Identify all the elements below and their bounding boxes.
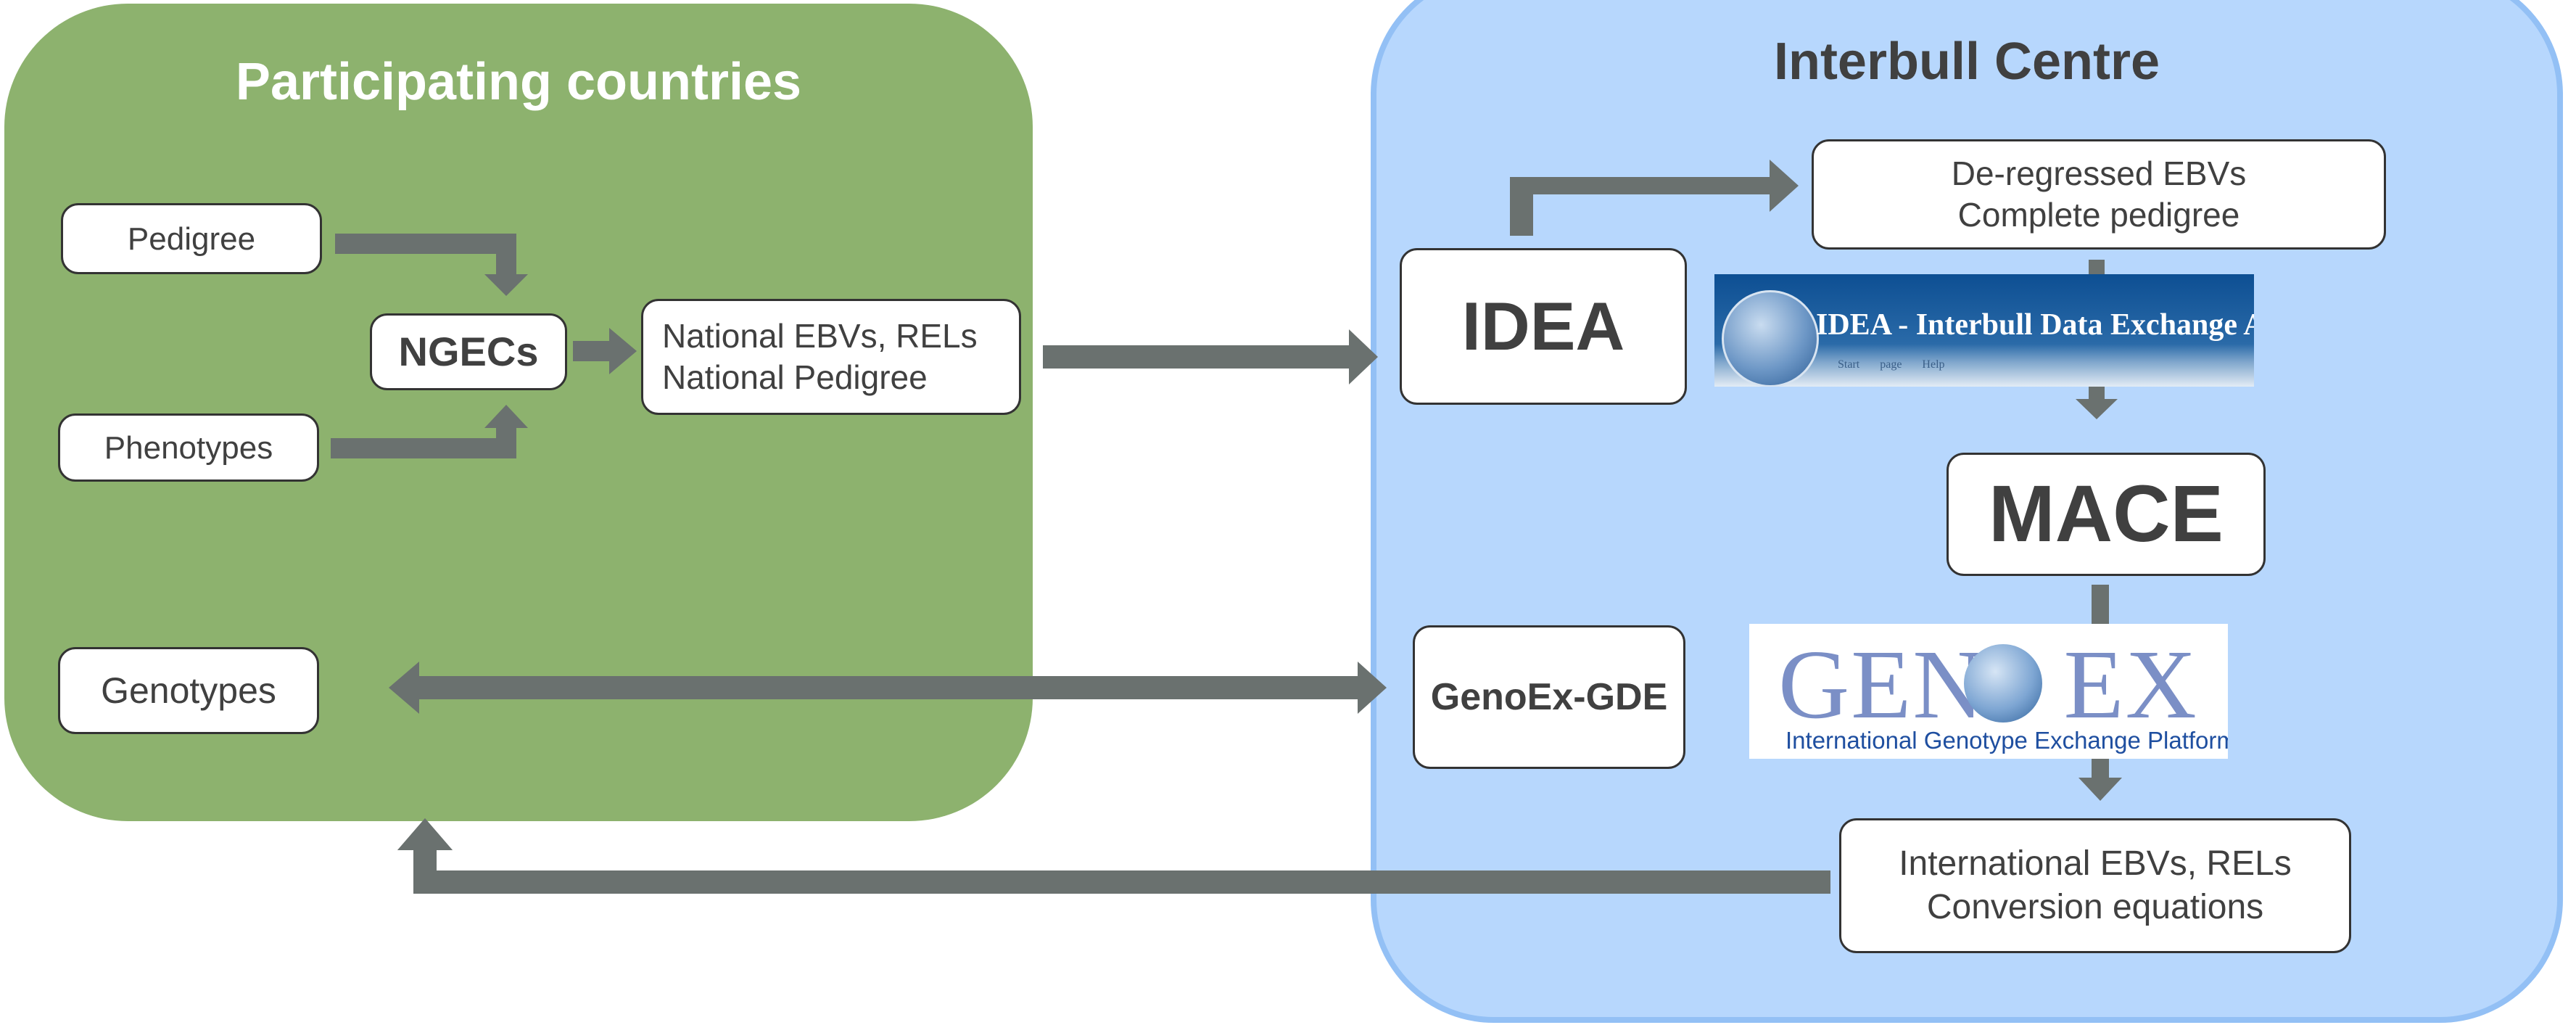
mace-label: MACE: [1989, 469, 2224, 559]
phenotypes-to-ngecs-arrow: [331, 405, 528, 458]
genoex-logo: GEN EX International Genotype Exchange P…: [1749, 624, 2228, 759]
idea-help-link: Help: [1922, 358, 1945, 371]
ngecs-to-national-arrow: [573, 328, 637, 374]
national-to-idea-arrow: [1043, 329, 1378, 384]
complete-pedigree-label: Complete pedigree: [1957, 196, 2240, 234]
phenotypes-box: Phenotypes: [58, 413, 319, 482]
interbull-globe-icon: [1964, 644, 2042, 723]
mace-box: MACE: [1947, 453, 2266, 576]
ngecs-label: NGECs: [398, 329, 539, 374]
idea-banner-title: IDEA - Interbull Data Exchange Area: [1816, 308, 2254, 342]
national-ebvs-rels-label: National EBVs, RELs: [662, 316, 978, 355]
conversion-equations-label: Conversion equations: [1926, 888, 2264, 926]
national-pedigree-label: National Pedigree: [662, 358, 928, 396]
national-data-box: National EBVs, RELs National Pedigree: [641, 299, 1021, 415]
participating-countries-title: Participating countries: [235, 53, 802, 111]
idea-banner-logo: IDEA - Interbull Data Exchange Area Star…: [1714, 274, 2254, 387]
interbull-centre-title: Interbull Centre: [1773, 33, 2160, 91]
deregressed-data-box: De-regressed EBVs Complete pedigree: [1812, 139, 2386, 250]
idea-label: IDEA: [1461, 288, 1625, 365]
idea-start-page-link: Start page: [1838, 358, 1902, 371]
idea-to-deregressed-arrow: [1510, 160, 1799, 236]
genoex-gde-label: GenoEx-GDE: [1430, 675, 1668, 718]
international-data-box: International EBVs, RELs Conversion equa…: [1839, 818, 2351, 953]
phenotypes-label: Phenotypes: [104, 429, 273, 466]
interbull-globe-icon: [1722, 290, 1819, 387]
genotypes-genoex-exchange-arrow: [389, 662, 1387, 714]
deregressed-ebvs-label: De-regressed EBVs: [1951, 154, 2247, 192]
genotypes-label: Genotypes: [101, 670, 276, 711]
pedigree-box: Pedigree: [61, 203, 322, 274]
pedigree-label: Pedigree: [127, 221, 256, 257]
genoex-gde-box: GenoEx-GDE: [1413, 625, 1685, 769]
ngecs-box: NGECs: [370, 313, 567, 390]
international-to-countries-return-arrow-body: [397, 818, 1830, 894]
genoex-tagline: International Genotype Exchange Platform: [1786, 727, 2228, 754]
idea-box: IDEA: [1400, 248, 1687, 405]
international-ebvs-rels-label: International EBVs, RELs: [1899, 844, 2292, 883]
pedigree-to-ngecs-arrow: [335, 234, 528, 296]
idea-banner-links: Start page Help: [1838, 358, 1945, 371]
genotypes-box: Genotypes: [58, 647, 319, 734]
